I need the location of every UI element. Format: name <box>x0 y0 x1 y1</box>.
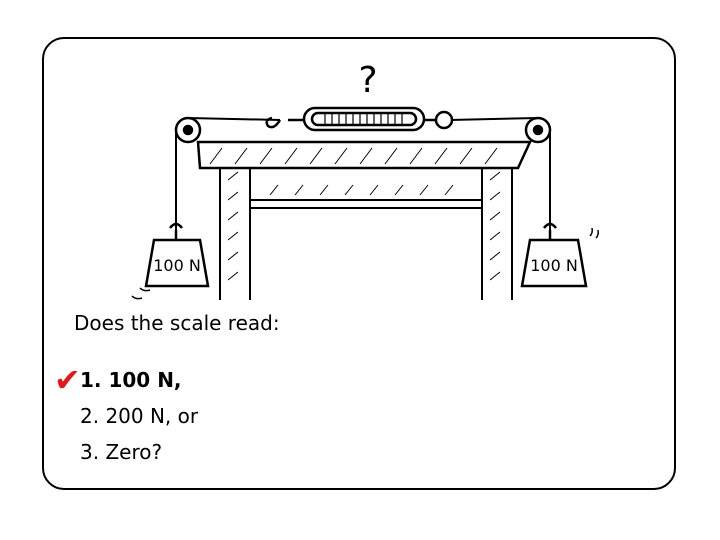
right-pulley <box>524 116 552 144</box>
table-top-hatching <box>209 147 498 165</box>
scale-pulley-diagram: ? <box>131 60 599 300</box>
left-weight-label: 100 N <box>153 256 201 275</box>
table-legs <box>219 168 513 300</box>
left-pulley <box>174 116 202 144</box>
option-3: 3. Zero? <box>80 434 198 470</box>
option-2-label: 2. 200 N, or <box>80 404 199 428</box>
right-weight-label: 100 N <box>530 256 578 275</box>
question-text: Does the scale read: <box>74 311 280 335</box>
spring-scale <box>265 106 454 132</box>
option-1: ✔ 1. 100 N, <box>54 362 198 398</box>
left-weight <box>144 222 210 288</box>
right-weight <box>520 222 588 288</box>
option-2: 2. 200 N, or <box>80 398 198 434</box>
answer-options: ✔ 1. 100 N, 2. 200 N, or 3. Zero? <box>54 362 198 470</box>
option-3-label: 3. Zero? <box>80 440 163 464</box>
question-mark: ? <box>358 60 377 101</box>
leg-hatching <box>227 171 501 281</box>
scale-ticks <box>324 114 403 124</box>
table-top <box>196 140 532 170</box>
ropes <box>175 117 551 240</box>
check-mark-icon: ✔ <box>54 361 81 399</box>
option-1-label: 1. 100 N, <box>80 368 182 392</box>
motion-marks <box>131 227 599 300</box>
